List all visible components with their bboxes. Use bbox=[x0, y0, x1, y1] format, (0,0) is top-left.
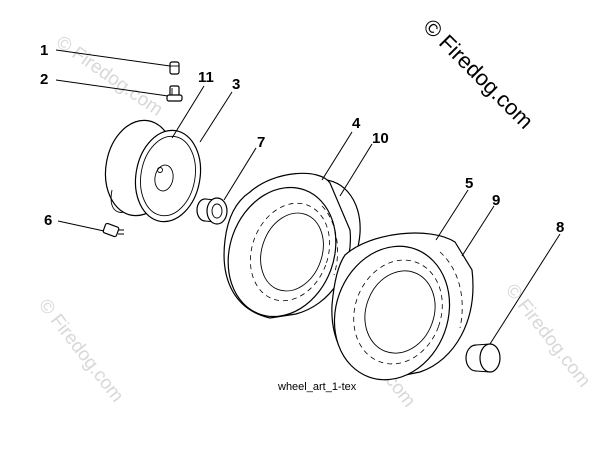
part-rim bbox=[104, 119, 202, 223]
callout-4: 4 bbox=[352, 115, 361, 132]
watermark-faint-top: © Firedog.com bbox=[52, 32, 166, 121]
callout-11: 11 bbox=[198, 69, 214, 86]
part-tire-front bbox=[223, 172, 361, 319]
part-valve-stem bbox=[166, 85, 183, 102]
part-valve-cap bbox=[169, 61, 180, 75]
callout-1: 1 bbox=[40, 42, 48, 59]
diagram-caption: wheel_art_1-tex bbox=[277, 381, 357, 393]
part-bolt bbox=[102, 222, 124, 238]
leader-lines bbox=[55, 49, 561, 345]
callout-10: 10 bbox=[372, 130, 389, 147]
part-tire-rear bbox=[331, 232, 474, 381]
watermark-faint-right: © Firedog.com bbox=[501, 280, 594, 391]
callout-3: 3 bbox=[232, 76, 240, 93]
part-hub-cap bbox=[465, 343, 501, 373]
callout-2: 2 bbox=[40, 71, 48, 88]
part-bushing bbox=[196, 197, 228, 225]
watermark-main: © Firedog.com bbox=[418, 14, 538, 134]
callout-6: 6 bbox=[44, 212, 52, 229]
callout-7: 7 bbox=[257, 134, 265, 151]
watermark-faint-left: © Firedog.com bbox=[34, 295, 127, 406]
callout-9: 9 bbox=[492, 192, 500, 209]
callout-8: 8 bbox=[556, 219, 564, 236]
callout-5: 5 bbox=[465, 175, 473, 192]
